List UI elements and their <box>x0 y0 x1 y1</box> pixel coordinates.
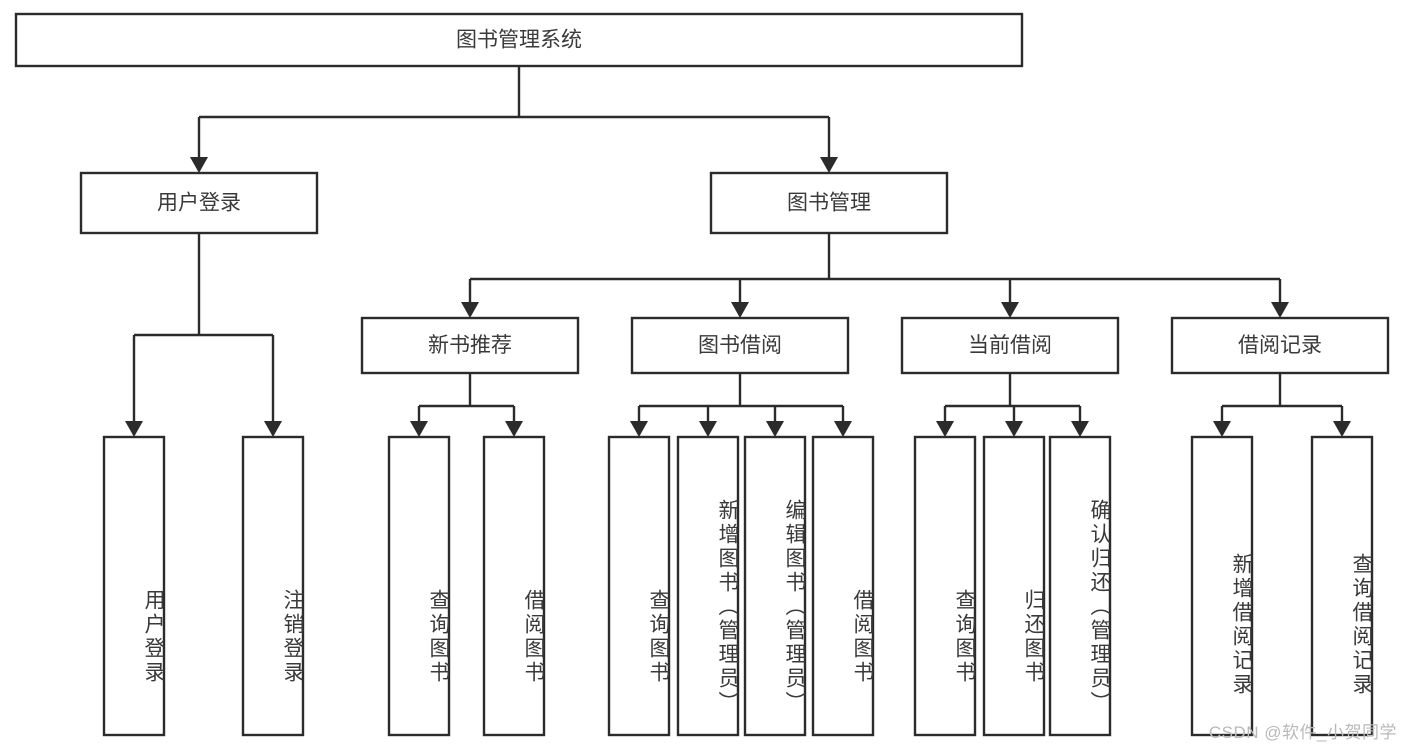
node-box-root[interactable] <box>14 12 1024 68</box>
arrow-head-leaf-add-book-admin <box>699 421 717 437</box>
node-label-new-book-recommend: 新书推荐 <box>428 334 512 357</box>
node-box-user-login[interactable] <box>79 171 319 235</box>
arrow-head-leaf-edit-book-admin <box>766 421 784 437</box>
arrow-head-user-login <box>190 157 208 173</box>
node-box-current-borrow[interactable] <box>900 316 1120 375</box>
arrow-head-book-borrow <box>731 302 749 318</box>
arrow-head-leaf-user-login <box>125 421 143 437</box>
node-box-leaf-query-book-bb[interactable] <box>607 435 671 737</box>
node-box-leaf-confirm-return[interactable] <box>1048 435 1112 737</box>
arrow-head-leaf-query-borrow-record <box>1333 421 1351 437</box>
node-box-leaf-user-login[interactable] <box>102 435 166 737</box>
arrow-head-leaf-return-book <box>1005 421 1023 437</box>
node-label-borrow-record: 借阅记录 <box>1238 334 1322 357</box>
node-label-book-borrow: 图书借阅 <box>698 334 782 357</box>
node-box-leaf-borrow-book-bb[interactable] <box>811 435 875 737</box>
watermark-text: CSDN @软件_小贺同学 <box>1208 723 1397 742</box>
node-box-new-book-recommend[interactable] <box>360 316 580 375</box>
node-label-book-manage: 图书管理 <box>787 192 871 215</box>
arrow-head-leaf-user-logout <box>264 421 282 437</box>
node-box-leaf-query-book-cb[interactable] <box>913 435 977 737</box>
node-label-current-borrow: 当前借阅 <box>968 334 1052 357</box>
node-box-leaf-edit-book-admin[interactable] <box>743 435 807 737</box>
arrow-head-leaf-borrow-book-bb <box>834 421 852 437</box>
arrow-head-current-borrow <box>1001 302 1019 318</box>
arrow-head-leaf-add-borrow-record <box>1213 421 1231 437</box>
arrow-head-leaf-borrow-book-rec <box>505 421 523 437</box>
node-box-book-manage[interactable] <box>709 171 949 235</box>
node-box-leaf-query-borrow-record[interactable] <box>1310 435 1374 737</box>
arrow-head-borrow-record <box>1271 302 1289 318</box>
node-box-leaf-user-logout[interactable] <box>241 435 305 737</box>
node-box-borrow-record[interactable] <box>1170 316 1390 375</box>
arrow-head-book-manage <box>820 157 838 173</box>
node-box-leaf-add-borrow-record[interactable] <box>1190 435 1254 737</box>
node-box-leaf-borrow-book-rec[interactable] <box>482 435 546 737</box>
box-layer <box>14 12 1390 737</box>
arrow-head-leaf-confirm-return <box>1071 421 1089 437</box>
arrow-head-leaf-query-book-rec <box>410 421 428 437</box>
arrow-head-leaf-query-book-cb <box>936 421 954 437</box>
node-label-root: 图书管理系统 <box>456 29 582 52</box>
node-box-leaf-return-book[interactable] <box>982 435 1046 737</box>
node-box-leaf-add-book-admin[interactable] <box>676 435 740 737</box>
arrow-head-new-book-recommend <box>461 302 479 318</box>
edge-layer <box>125 66 1351 437</box>
node-label-user-login: 用户登录 <box>157 192 241 215</box>
node-box-book-borrow[interactable] <box>630 316 850 375</box>
arrow-head-leaf-query-book-bb <box>630 421 648 437</box>
node-box-leaf-query-book-rec[interactable] <box>387 435 451 737</box>
